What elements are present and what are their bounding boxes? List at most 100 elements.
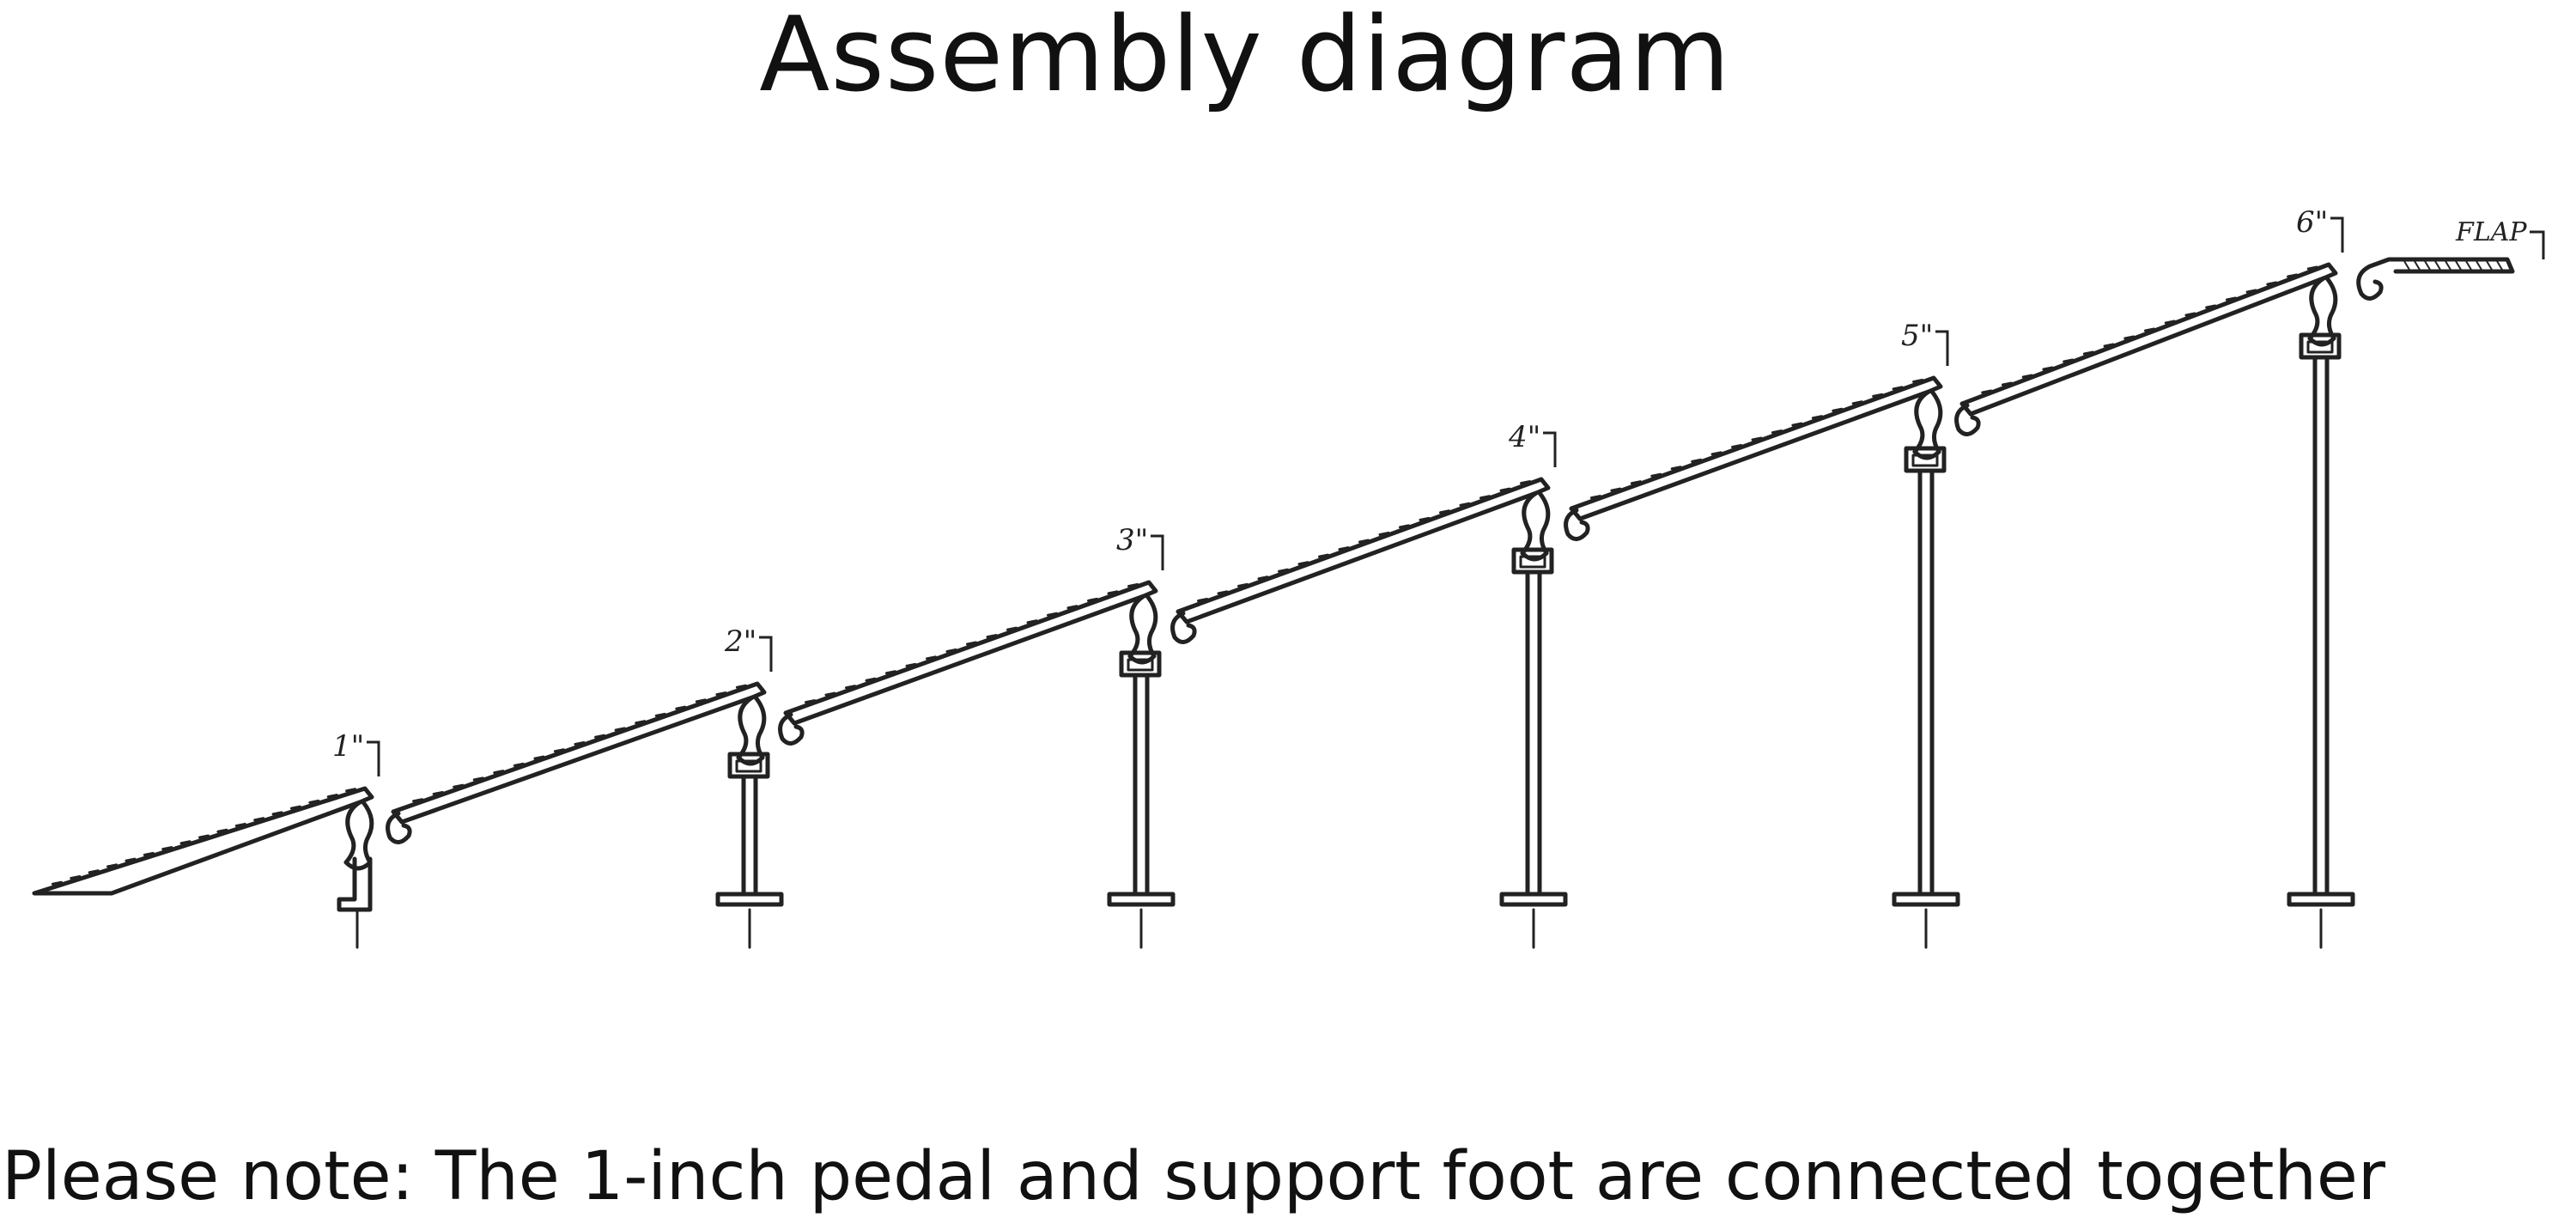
deck-tread [1217,590,1229,595]
pedal-front-hook [386,811,412,844]
base-plate [715,892,784,907]
deck-tread [1892,386,1904,391]
deck-tread [885,670,896,675]
flap-tread [2465,260,2472,271]
deck-tread [51,880,63,886]
flap-tread [2434,260,2441,271]
deck-tread [2164,320,2176,325]
deck-tread [2205,304,2217,309]
deck-tread [1691,458,1703,463]
deck-tread [2287,273,2299,278]
deck-tread [1439,509,1450,515]
deck-tread [1499,487,1511,492]
clip-block [1904,446,1947,473]
deck-tread [1791,422,1803,427]
deck-tread [1358,539,1370,544]
deck-tread [553,748,565,753]
base-plate [2287,892,2355,907]
clip-block [1511,547,1554,575]
diagram-title: Assembly diagram [759,0,1731,115]
deck-tread [345,788,357,793]
deck-tread [735,684,747,689]
deck-tread [216,828,228,833]
deck-tread [1851,400,1863,405]
pedal-section [1176,477,1551,624]
deck-tread [574,741,586,746]
joint-bracket [1912,389,1943,460]
deck-tread [1811,415,1823,420]
deck-tread [2144,327,2155,332]
deck-tread [654,712,666,717]
clip-inner [735,759,762,773]
deck-tread [289,805,301,810]
deck-tread [1419,516,1431,521]
deck-tread [845,685,856,690]
deck-tread [945,648,957,653]
deck-tread [1670,466,1682,471]
deck-tread [1378,531,1390,536]
deck-tread [966,641,977,646]
joint-bracket [736,695,767,766]
deck-tread [472,776,484,782]
pedal-section [783,580,1158,726]
deck-tread [513,762,525,767]
deck-tread [2184,312,2196,317]
deck-tread [2103,343,2115,348]
pedal-section [391,681,767,825]
flap-tread [2424,260,2431,271]
step-label: 6" [2296,205,2328,240]
deck-tread [1197,597,1208,602]
deck-tread [675,705,687,710]
base-plate [1892,892,1960,907]
deck-tread [1006,626,1018,631]
step-label-leader [2330,216,2344,253]
deck-tread [125,857,137,862]
joint-bracket [2307,276,2338,347]
pedal-section [1569,375,1943,521]
joint-bracket [1127,594,1158,665]
clip-block [1119,650,1162,678]
deck-tread [1872,393,1884,398]
clip-block [2299,332,2342,360]
deck-tread [1771,429,1783,435]
support-post [2312,355,2330,897]
deck-tread [179,840,191,845]
deck-tread [1912,378,1924,383]
deck-tread [594,734,606,739]
deck-tread [2306,265,2318,271]
pedal-front-hook [1954,403,1981,436]
step-label-leader [1151,534,1164,570]
deck-tread [1237,582,1249,588]
deck-tread [1047,612,1058,617]
step-label-leader [759,636,773,672]
deck-tread [143,851,155,856]
step-label-leader [1543,431,1557,467]
clip-inner [1519,555,1546,569]
step-labels: 1"2"3"4"5"6"FLAP [332,205,2545,776]
step-label-leader [1935,330,1949,366]
clip-inner [1911,454,1939,467]
step-label-leader [367,740,380,776]
deck-tread [1278,568,1289,573]
flap-tread [2414,260,2421,271]
deck-tread [253,817,265,822]
deck-tread [1589,495,1601,500]
deck-tread [926,655,937,661]
flap-label-leader [2530,230,2545,259]
deck-tread [88,869,100,874]
deck-tread [905,662,917,667]
clip-block [727,752,770,779]
pedal-front-hook [1564,508,1590,541]
deck-tread [106,863,118,868]
deck-tread [1087,597,1098,602]
deck-tread [493,770,505,775]
deck-tread [1751,436,1763,441]
deck-tread [2266,281,2278,286]
flap-label: FLAP [2455,217,2527,247]
deck-tread [308,799,320,804]
pedal-section [32,786,374,896]
deck-tread [326,794,338,799]
deck-tread [453,783,465,789]
deck-tread [1630,480,1642,485]
deck-tread [1520,480,1531,485]
